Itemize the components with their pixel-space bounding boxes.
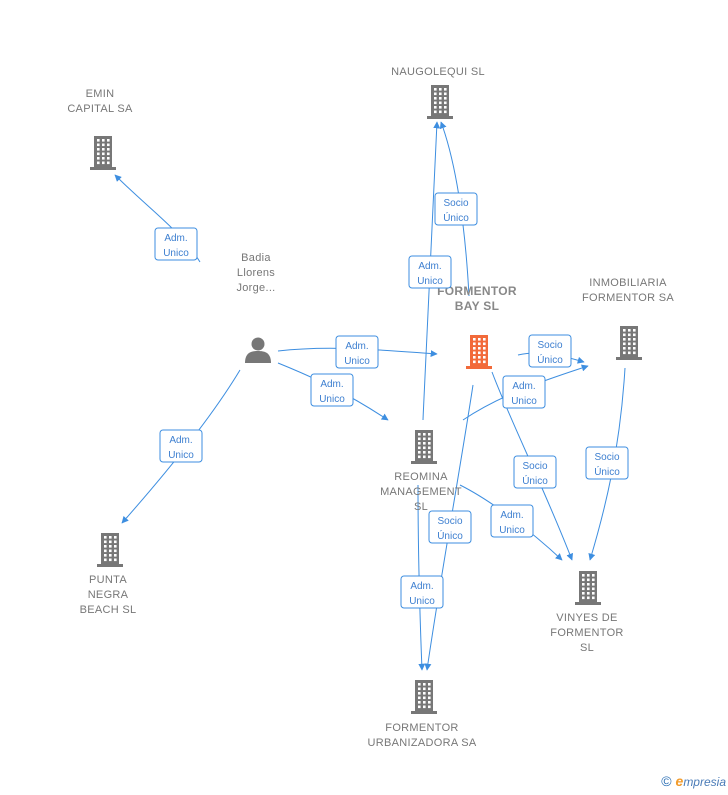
node-label: NAUGOLEQUI SL xyxy=(391,66,485,78)
relation-label[interactable]: Adm. Unico xyxy=(335,335,379,369)
relation-label-text: Socio xyxy=(437,516,462,527)
node-label: BAY SL xyxy=(455,299,500,313)
relation-label-text: Unico xyxy=(409,596,435,607)
node-label: EMIN xyxy=(86,88,115,100)
relation-label-text: Adm. xyxy=(164,233,187,244)
relation-label-box[interactable] xyxy=(513,455,557,489)
relation-label-box[interactable] xyxy=(490,504,534,538)
node-label: URBANIZADORA SA xyxy=(367,737,476,749)
relation-label-text: Unico xyxy=(344,356,370,367)
brand-logo-text: mpresia xyxy=(683,775,726,789)
building-icon[interactable] xyxy=(575,571,601,605)
relation-label-text: Unico xyxy=(163,248,189,259)
node-label: FORMENTOR SA xyxy=(582,292,674,304)
node-label: FORMENTOR xyxy=(385,722,458,734)
node-label: VINYES DE xyxy=(556,612,617,624)
relation-label-text: Unico xyxy=(319,394,345,405)
relation-label-box[interactable] xyxy=(502,375,546,409)
node-reomina[interactable]: REOMINA MANAGEMENT SL xyxy=(380,430,462,513)
node-label: CAPITAL SA xyxy=(67,103,133,115)
node-label: INMOBILIARIA xyxy=(589,277,667,289)
relation-label-box[interactable] xyxy=(528,334,572,368)
relation-label-text: Único xyxy=(537,353,563,366)
relation-label[interactable]: Adm. Unico xyxy=(490,504,534,538)
node-label: FORMENTOR xyxy=(550,627,623,639)
relation-label-text: Unico xyxy=(499,525,525,536)
relation-label-box[interactable] xyxy=(310,373,354,407)
node-urbanizadora[interactable]: FORMENTOR URBANIZADORA SA xyxy=(367,680,477,749)
building-icon[interactable] xyxy=(411,680,437,714)
building-icon[interactable] xyxy=(616,326,642,360)
relation-label-text: Único xyxy=(522,474,548,487)
node-emin[interactable]: EMIN CAPITAL SA xyxy=(67,88,133,170)
relation-label-box[interactable] xyxy=(434,192,478,226)
building-icon[interactable] xyxy=(90,136,116,170)
relation-label-box[interactable] xyxy=(408,255,452,289)
relation-label-text: Unico xyxy=(168,450,194,461)
node-inmobiliaria[interactable]: INMOBILIARIA FORMENTOR SA xyxy=(582,277,674,360)
relation-label-text: Adm. xyxy=(512,381,535,392)
node-vinyes[interactable]: VINYES DE FORMENTOR SL xyxy=(550,571,623,654)
relation-label-text: Adm. xyxy=(418,261,441,272)
relation-label-text: Unico xyxy=(417,276,443,287)
node-label: REOMINA xyxy=(394,471,448,483)
node-label: SL xyxy=(580,642,594,654)
node-label: Badia xyxy=(241,252,271,264)
node-label: BEACH SL xyxy=(80,604,137,616)
relation-label-text: Adm. xyxy=(169,435,192,446)
relation-label[interactable]: Adm. Unico xyxy=(400,575,444,609)
footer-brand: ©empresia xyxy=(661,773,726,789)
node-label: SL xyxy=(414,501,428,513)
node-label: MANAGEMENT xyxy=(380,486,462,498)
node-label: FORMENTOR xyxy=(437,284,517,298)
relation-label[interactable]: Adm. Unico xyxy=(310,373,354,407)
building-icon[interactable] xyxy=(411,430,437,464)
relation-label[interactable]: Adm. Unico xyxy=(154,227,198,261)
copyright-icon: © xyxy=(661,773,672,789)
relation-label-box[interactable] xyxy=(159,429,203,463)
relation-label-box[interactable] xyxy=(400,575,444,609)
relation-label-text: Adm. xyxy=(410,581,433,592)
relation-label-text: Único xyxy=(443,211,469,224)
relation-label-text: Adm. xyxy=(345,341,368,352)
relation-label-text: Socio xyxy=(522,461,547,472)
relation-label-text: Adm. xyxy=(500,510,523,521)
relation-label-text: Unico xyxy=(511,396,537,407)
node-label: PUNTA xyxy=(89,574,127,586)
relation-label[interactable]: Adm. Unico xyxy=(502,375,546,409)
relation-label-text: Único xyxy=(437,529,463,542)
relation-label-text: Único xyxy=(594,465,620,478)
relation-label-box[interactable] xyxy=(154,227,198,261)
building-icon[interactable] xyxy=(427,85,453,119)
person-icon[interactable] xyxy=(245,337,271,364)
relation-label-text: Socio xyxy=(594,452,619,463)
relation-label[interactable]: Adm. Unico xyxy=(159,429,203,463)
node-naugolequi[interactable]: NAUGOLEQUI SL xyxy=(391,66,485,119)
relation-label[interactable]: Adm. Unico xyxy=(408,255,452,289)
relation-label-text: Socio xyxy=(443,198,468,209)
node-label: Jorge... xyxy=(236,282,275,294)
node-badia[interactable]: BadiaLlorensJorge... xyxy=(236,252,275,363)
node-label: Llorens xyxy=(237,267,275,279)
building-icon[interactable] xyxy=(466,335,492,369)
building-icon[interactable] xyxy=(97,533,123,567)
relation-label-box[interactable] xyxy=(428,510,472,544)
node-punta-negra[interactable]: PUNTA NEGRA BEACH SL xyxy=(80,533,137,616)
relation-label-box[interactable] xyxy=(585,446,629,480)
relation-label-text: Socio xyxy=(537,340,562,351)
node-label: NEGRA xyxy=(88,589,129,601)
brand-logo-initial: e xyxy=(675,773,684,789)
relation-label-box[interactable] xyxy=(335,335,379,369)
relation-label-text: Adm. xyxy=(320,379,343,390)
